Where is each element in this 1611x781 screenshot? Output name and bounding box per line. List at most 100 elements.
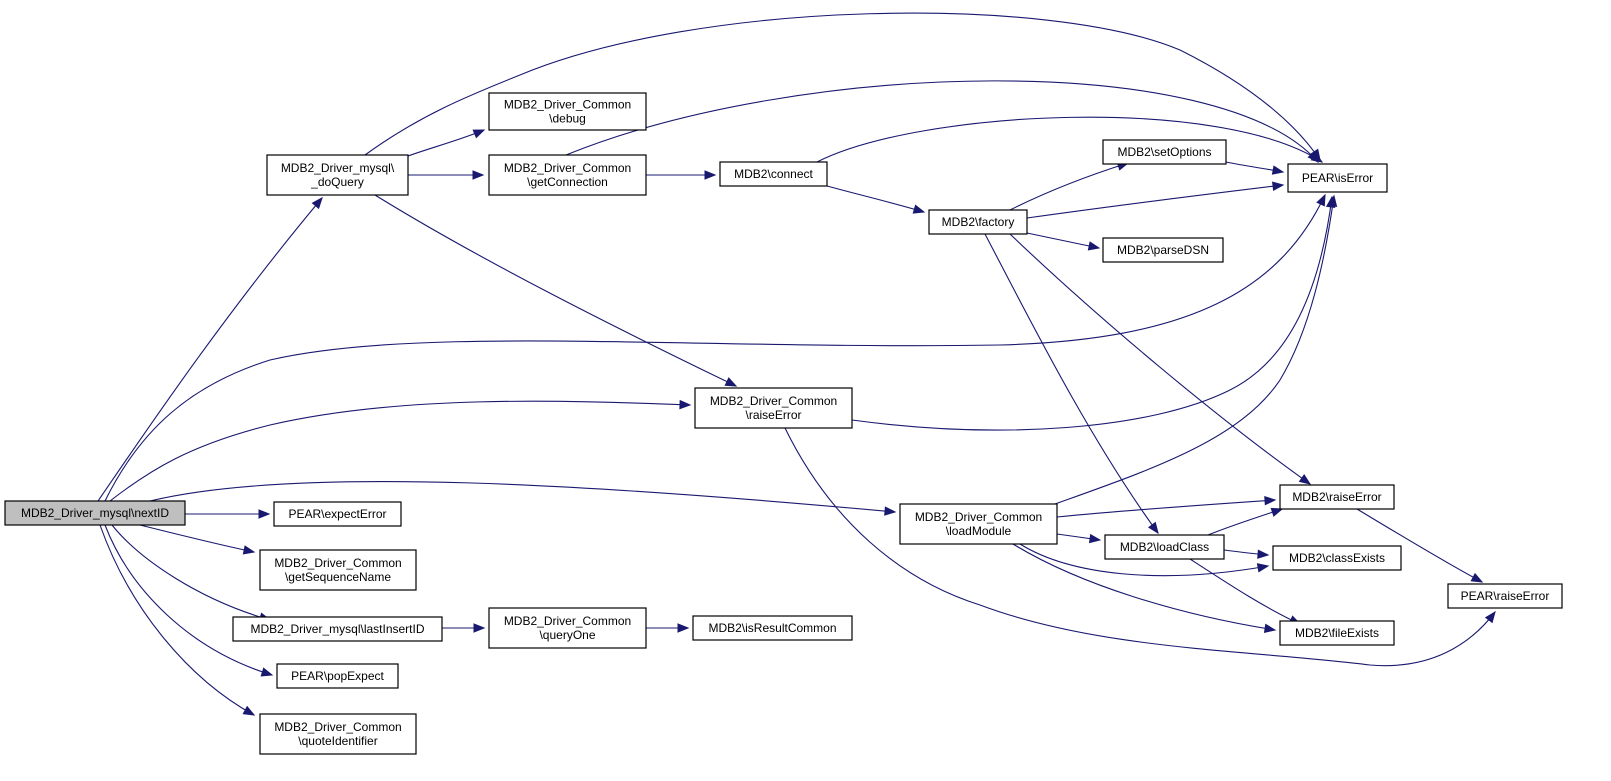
edge-line [565, 80, 1319, 163]
edge-line [1009, 162, 1129, 211]
node-label: PEAR\popExpect [291, 669, 384, 683]
arrowhead [1271, 165, 1285, 175]
node-box [259, 713, 417, 755]
node-label: MDB2\parseDSN [1117, 243, 1209, 257]
edge-line [99, 524, 255, 716]
edge-factory-to-loadClass [984, 233, 1159, 535]
arrowhead [1088, 533, 1102, 544]
node-box [694, 387, 853, 429]
node-loadModule[interactable]: MDB2_Driver_Common\loadModule [899, 503, 1058, 545]
edge-nextID-to-pearIsError [104, 193, 1326, 502]
edge-doQuery-to-getConnection [408, 170, 485, 180]
node-label: MDB2_Driver_Common [710, 394, 837, 408]
edge-line [1026, 184, 1284, 219]
arrowhead [884, 506, 897, 516]
edge-nextID-to-loadModule [149, 480, 897, 516]
node-box [4, 500, 186, 526]
edge-loadModule-to-classExists [1019, 543, 1270, 577]
node-box [232, 616, 443, 642]
edge-line [826, 185, 925, 213]
edge-line [784, 427, 1496, 667]
node-fileExists[interactable]: MDB2\fileExists [1279, 620, 1395, 646]
node-queryOne[interactable]: MDB2_Driver_Common\queryOne [488, 607, 647, 649]
arrowhead [1316, 193, 1326, 207]
node-loadClass[interactable]: MDB2\loadClass [1104, 534, 1225, 560]
arrowhead [260, 667, 274, 677]
node-label: \queryOne [539, 628, 595, 642]
edge-factory-to-mdb2RaiseError [1009, 233, 1312, 485]
node-label: _doQuery [310, 175, 364, 189]
edge-connect-to-factory [826, 185, 926, 214]
node-box [273, 501, 402, 527]
node-label: MDB2\classExists [1289, 551, 1385, 565]
edge-queryOne-to-isResultCommon [646, 623, 690, 633]
node-box [488, 92, 647, 131]
arrowhead [242, 545, 256, 555]
node-label: MDB2_Driver_Common [274, 556, 401, 570]
node-classExists[interactable]: MDB2\classExists [1272, 545, 1402, 571]
arrowhead [311, 196, 323, 210]
edge-nextID-to-expectError [185, 509, 271, 519]
node-pearRaiseError[interactable]: PEAR\raiseError [1447, 583, 1563, 609]
arrowhead [1470, 572, 1484, 583]
node-commonRaiseError[interactable]: MDB2_Driver_Common\raiseError [694, 387, 853, 429]
node-label: MDB2_Driver_Common [504, 161, 631, 175]
node-box [488, 607, 647, 649]
edge-nextID-to-quoteIdentifier [99, 524, 256, 716]
node-nextID[interactable]: MDB2_Driver_mysql\nextID [4, 500, 186, 526]
node-label: \raiseError [745, 408, 801, 422]
arrowhead [258, 509, 271, 519]
edge-factory-to-pearIsError [1026, 181, 1285, 219]
edge-connect-to-pearIsError [816, 116, 1324, 163]
node-connect[interactable]: MDB2\connect [719, 161, 828, 187]
edge-line [1356, 508, 1483, 583]
edge-setOptions-to-pearIsError [1225, 161, 1285, 175]
node-label: MDB2\connect [734, 167, 813, 181]
edge-doQuery-to-commonRaiseError [374, 194, 738, 387]
node-lastInsertID[interactable]: MDB2_Driver_mysql\lastInsertID [232, 616, 443, 642]
arrowhead [1256, 563, 1270, 573]
node-label: \debug [549, 112, 586, 126]
node-label: PEAR\raiseError [1461, 589, 1550, 603]
node-label: MDB2_Driver_mysql\lastInsertID [250, 622, 424, 636]
node-popExpect[interactable]: PEAR\popExpect [276, 663, 399, 689]
node-label: PEAR\isError [1302, 171, 1373, 185]
arrowhead [472, 129, 486, 139]
node-getSequenceName[interactable]: MDB2_Driver_Common\getSequenceName [259, 549, 417, 591]
node-debug[interactable]: MDB2_Driver_Common\debug [488, 92, 647, 131]
node-factory[interactable]: MDB2\factory [928, 209, 1028, 235]
node-parseDSN[interactable]: MDB2\parseDSN [1102, 237, 1224, 263]
arrowhead [1264, 495, 1277, 506]
arrowhead [472, 170, 485, 180]
node-box [1447, 583, 1563, 609]
edge-line [97, 197, 323, 502]
edge-line [1012, 543, 1276, 631]
node-box [1287, 163, 1388, 193]
node-isResultCommon[interactable]: MDB2\isResultCommon [692, 615, 853, 641]
node-box [1104, 534, 1225, 560]
nodes-layer: MDB2_Driver_mysql\nextID MDB2_Driver_mysq… [4, 92, 1563, 755]
node-label: MDB2\raiseError [1292, 490, 1381, 504]
node-setOptions[interactable]: MDB2\setOptions [1102, 139, 1227, 165]
arrowhead [1272, 181, 1285, 191]
node-quoteIdentifier[interactable]: MDB2_Driver_Common\quoteIdentifier [259, 713, 417, 755]
edge-mdb2RaiseError-to-pearRaiseError [1356, 508, 1484, 583]
node-getConnection[interactable]: MDB2_Driver_Common\getConnection [488, 154, 647, 196]
edge-factory-to-setOptions [1009, 161, 1130, 211]
edge-line [1009, 233, 1311, 485]
edge-loadClass-to-mdb2RaiseError [1207, 507, 1284, 536]
edge-line [139, 524, 255, 553]
arrowhead [242, 705, 256, 716]
node-label: MDB2\setOptions [1117, 145, 1211, 159]
edge-lastInsertID-to-queryOne [442, 623, 486, 633]
node-expectError[interactable]: PEAR\expectError [273, 501, 402, 527]
node-pearIsError[interactable]: PEAR\isError [1287, 163, 1388, 193]
edge-line [984, 233, 1159, 534]
arrowhead [1270, 507, 1284, 517]
node-doQuery[interactable]: MDB2_Driver_mysql\_doQuery [266, 154, 409, 196]
edge-line [1056, 499, 1276, 518]
node-label: MDB2_Driver_Common [504, 98, 631, 112]
edge-nextID-to-popExpect [104, 524, 274, 677]
node-mdb2RaiseError[interactable]: MDB2\raiseError [1279, 484, 1395, 510]
edge-loadModule-to-fileExists [1012, 543, 1277, 634]
